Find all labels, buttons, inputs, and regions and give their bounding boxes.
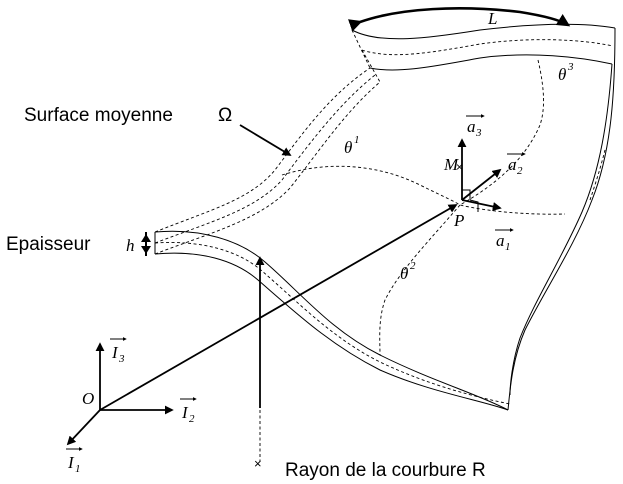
svg-text:3: 3 [567,61,574,73]
svg-text:θ: θ [558,65,566,84]
point-P-label: P [453,211,464,230]
shell-front-edge-mid [154,242,511,405]
point-M-label: M [443,155,459,174]
svg-text:2: 2 [189,413,195,425]
thickness-marker-head-down [141,246,151,254]
a1-axis [461,199,502,211]
shell-right-edge-outer [507,27,616,411]
svg-text:I: I [181,403,189,422]
shell-right-edge-inner [509,63,613,396]
svg-text:θ: θ [344,138,352,157]
shell-back-edge-bottom [369,54,613,71]
theta2-line [379,204,461,356]
thickness-marker-head-up [141,234,151,242]
right-angle-mark-1 [462,189,471,200]
shell-left-edge-upper [154,74,376,244]
svg-text:I: I [111,343,119,362]
shell-front-edge-outer [154,230,509,411]
shell-back-edge-mid [361,39,614,56]
svg-text:2: 2 [410,260,416,272]
shell-left-edge-lower [154,81,381,255]
length-label: L [487,9,497,28]
a3-label: a 3 [466,114,485,139]
curvature-group: × Rayon de la courbure R [254,256,486,481]
length-arrow: L [348,7,571,32]
shell-left-edge-top [154,67,371,233]
local-frame: P M × a 3 a 2 a 1 [443,114,526,253]
origin-label: O [82,389,94,408]
theta1-label: θ 1 [344,134,360,157]
thickness-label: Epaisseur [6,234,91,255]
shell-surface [154,23,616,411]
right-angle-mark-2 [469,199,479,212]
svg-text:1: 1 [354,134,360,146]
theta2-label: θ 2 [400,260,416,283]
omega-label: Ω [218,105,232,126]
length-arc [348,7,571,32]
svg-text:2: 2 [517,165,523,177]
I2-label: I 2 [180,397,197,425]
theta3-line [589,149,606,201]
a1-label: a 1 [495,228,514,253]
theta3-label: θ 3 [558,61,574,84]
surface-pointer-arrow [239,124,292,156]
svg-text:a: a [496,231,505,250]
svg-text:I: I [67,453,75,472]
point-M-mark: × [456,160,463,174]
position-vector [99,204,458,411]
theta1-line [281,165,566,215]
curvature-label: Rayon de la courbure R [285,460,486,481]
thickness-symbol: h [126,236,135,255]
svg-text:1: 1 [505,241,511,253]
surface-label: Surface moyenne [24,105,173,126]
svg-text:1: 1 [75,463,81,475]
svg-text:3: 3 [475,127,482,139]
a2-axis [461,168,502,201]
global-frame: O I 3 I 2 I 1 [66,337,197,475]
thickness-group: Epaisseur h [6,232,151,256]
curvature-center-mark: × [254,456,262,471]
svg-text:a: a [467,117,476,136]
shell-back-edge-top [351,23,616,40]
surface-label-group: Surface moyenne Ω [24,105,292,156]
shell-front-edge-inner [154,252,509,411]
a2-label: a 2 [507,152,526,177]
svg-text:θ: θ [400,264,408,283]
shell-corner-bevel [351,29,381,83]
I1-axis [66,409,101,446]
svg-text:a: a [508,155,517,174]
I1-label: I 1 [66,447,83,475]
svg-text:3: 3 [118,353,125,365]
I3-label: I 3 [110,337,127,365]
